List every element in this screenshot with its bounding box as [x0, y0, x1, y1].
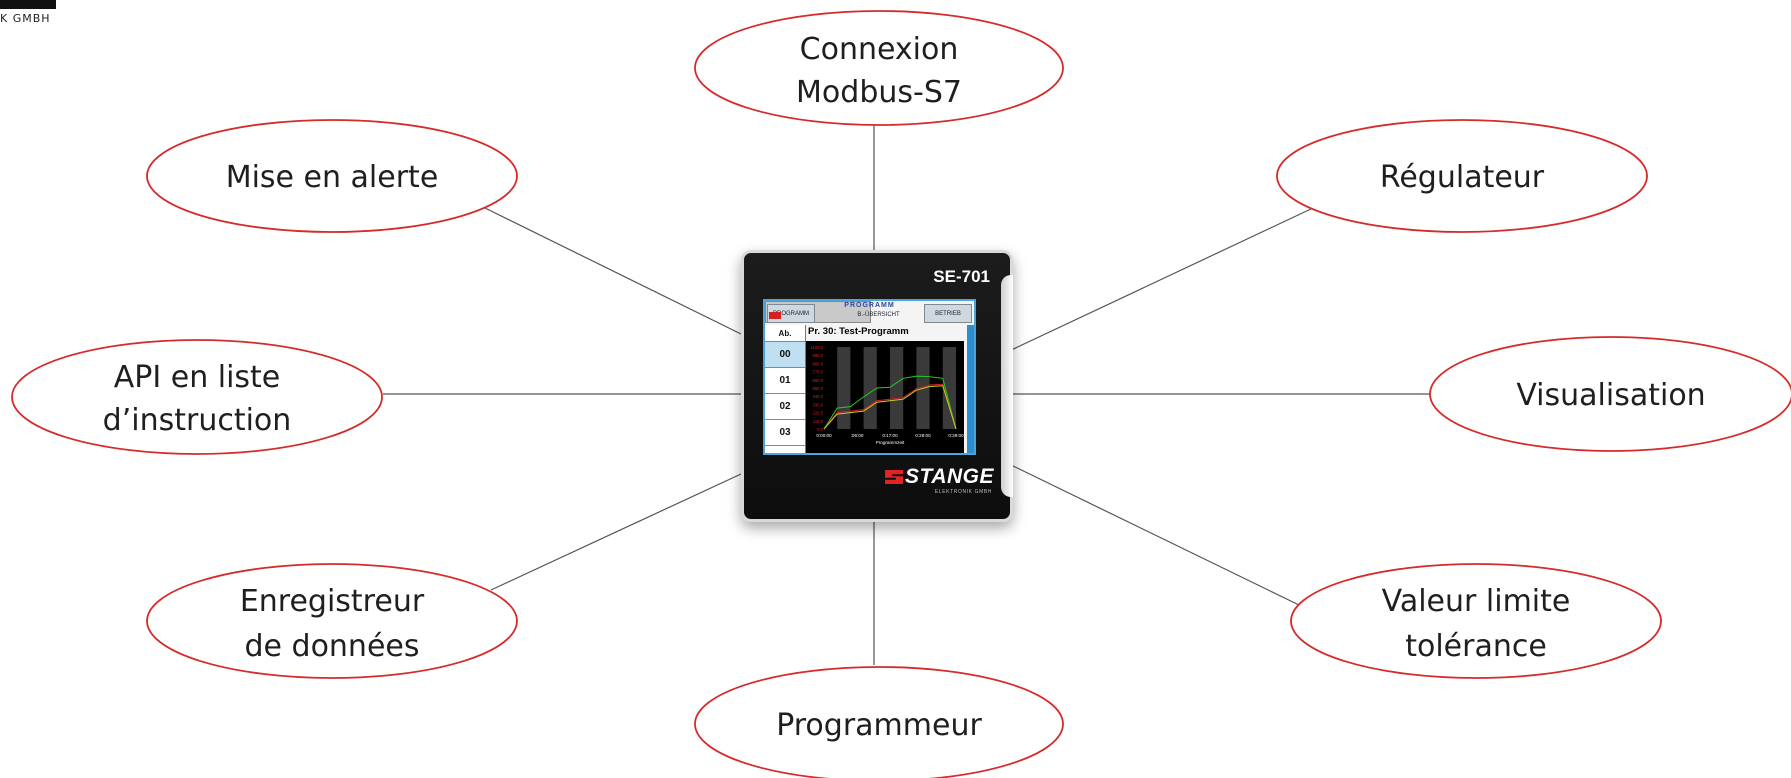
bubble-visualisation-line1: Visualisation [1516, 378, 1705, 413]
svg-text:Visualisation: Visualisation [1516, 378, 1705, 413]
chart-x-tick: 0:00:00 [816, 433, 832, 438]
chart-y-tick: 550.0 [813, 386, 824, 391]
brand-name: STANGE [905, 465, 994, 488]
connector-valeur [1006, 462, 1300, 606]
bubble-enregistreur-line1: Enregistreur [240, 584, 425, 619]
chart-y-tick: 1100.0 [811, 345, 824, 350]
connector-regulateur [1006, 207, 1314, 353]
bubble-enregistreur-line2: de données [244, 629, 419, 664]
bubble-valeur: Valeur limite tolérance [1290, 563, 1662, 679]
tab-center-title: PROGRAMM [844, 302, 895, 309]
brand-subtitle: ELEKTRONIK GMBH [934, 489, 992, 495]
step-row: 00 [765, 342, 805, 368]
bubble-connexion-line1: Connexion [800, 32, 959, 67]
bubble-api: API en liste d’instruction [11, 339, 383, 455]
chart-y-tick: 110.0 [813, 419, 824, 424]
step-row: 01 [765, 368, 805, 394]
chart-x-tick: 0:28:00 [915, 433, 931, 438]
chart-y-tick: 660.0 [813, 378, 824, 383]
chart-band [863, 347, 877, 429]
bubble-valeur-line1: Valeur limite [1382, 584, 1571, 619]
logo-text: K GMBH [0, 12, 51, 25]
svg-text:Mise en alerte: Mise en alerte [226, 160, 439, 195]
step-row: 03 [765, 420, 805, 446]
chart-y-tick: 770.0 [813, 370, 824, 375]
bubble-api-line2: d’instruction [103, 403, 292, 438]
chart-series-line [823, 375, 957, 430]
chart-series-line [823, 385, 957, 430]
chart-x-label: Programmzeit [876, 440, 905, 445]
chart-x-tick: 0:39:00 [948, 433, 964, 438]
device-side-bezel [1001, 275, 1013, 497]
connector-alerte [484, 207, 742, 335]
brand-mark-icon [885, 470, 904, 484]
program-chart: 1100.0 990.0 880.0 770.0 660.0 550.0 440.0 330.… [806, 341, 964, 453]
program-title: Pr. 30: Test-Programm [808, 326, 909, 337]
device-model-label: SE-701 [933, 267, 990, 286]
step-row: 02 [765, 394, 805, 420]
logo-mark [0, 0, 56, 9]
tab-center-indicator [769, 312, 781, 319]
bubble-connexion-line2: Modbus-S7 [796, 75, 962, 110]
bubble-programmeur-line1: Programmeur [776, 708, 982, 743]
tab-center-sub: B.-ÜBERSICHT [857, 312, 900, 318]
chart-band [837, 347, 851, 429]
chart-series-line [823, 383, 957, 430]
chart-band [890, 347, 904, 429]
chart-y-tick: 990.0 [813, 353, 824, 358]
bubble-visualisation: Visualisation [1429, 336, 1791, 452]
svg-text:Programmeur: Programmeur [776, 708, 982, 743]
chart-x-tick: 0:17:00 [882, 433, 898, 438]
step-header: Ab. [765, 325, 805, 342]
connector-lines [383, 123, 1430, 665]
bubble-programmeur: Programmeur [694, 666, 1064, 778]
tab-betrieb: BETRIEB [924, 304, 972, 323]
program-chart-svg: 1100.0 990.0 880.0 770.0 660.0 550.0 440.0 330.… [811, 345, 965, 445]
tab-programm-overview: PROGRAMM B.-ÜBERSICHT [765, 301, 900, 323]
bubble-alerte-line1: Mise en alerte [226, 160, 439, 195]
screen-scrollbar [967, 325, 974, 453]
chart-y-tick: 440.0 [813, 394, 824, 399]
chart-y-tick: 880.0 [813, 361, 824, 366]
bubble-alerte: Mise en alerte [146, 119, 518, 233]
brand-logo: STANGE [885, 465, 994, 489]
bubble-regulateur: Régulateur [1276, 119, 1648, 233]
chart-y-tick: 220.0 [813, 411, 824, 416]
bubble-valeur-line2: tolérance [1405, 629, 1547, 664]
device-screen: PROGRAMM PROGRAMM B.-ÜBERSICHT BETRIEB A… [763, 299, 976, 455]
chart-band [942, 347, 956, 429]
se-701-device: SE-701 PROGRAMM PROGRAMM B.-ÜBERSICHT BE… [741, 250, 1013, 522]
svg-text:Régulateur: Régulateur [1380, 160, 1545, 195]
bubble-regulateur-line1: Régulateur [1380, 160, 1545, 195]
bubble-api-line1: API en liste [114, 360, 281, 395]
chart-x-tick: :06:00 [851, 433, 864, 438]
bubble-enregistreur: Enregistreur de données [146, 563, 518, 679]
connector-enregistreur [490, 473, 742, 591]
chart-y-tick: 330.0 [813, 402, 824, 407]
step-column: Ab. 00 01 02 03 [765, 325, 806, 453]
chart-y-tick: 0.0 [817, 427, 823, 432]
